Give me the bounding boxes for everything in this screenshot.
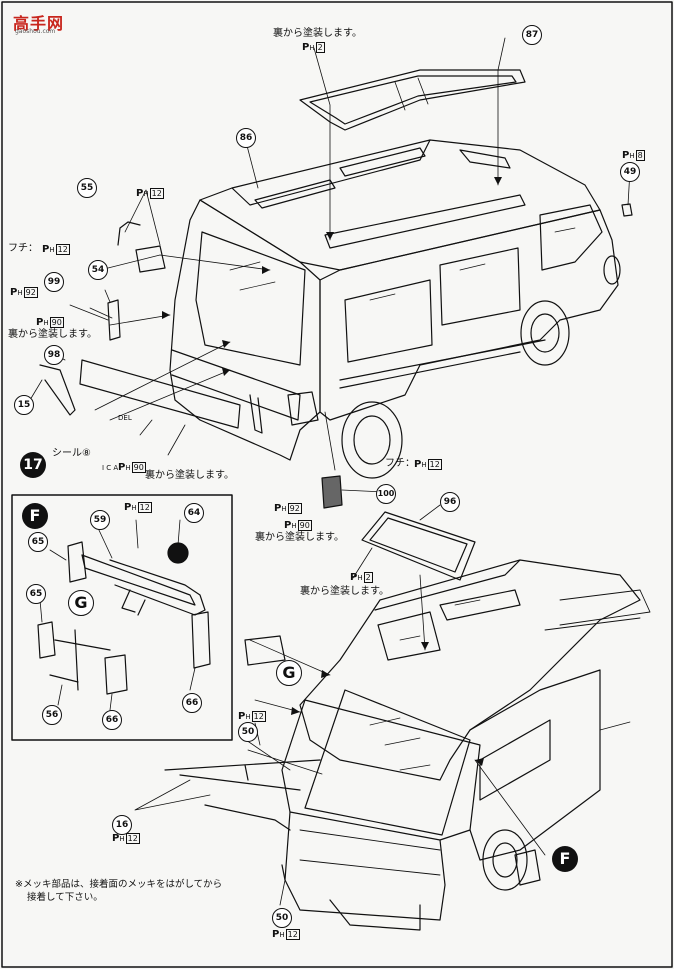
- paint-back-label-seal: 裏から塗装します。: [145, 470, 234, 481]
- part-16-wipers: [164, 759, 321, 791]
- plating-note: ※メッキ部品は、接着面のメッキをはがしてから 接着して下さい。: [15, 878, 222, 904]
- part-50-pins: [244, 764, 286, 881]
- part-number-55: 55: [77, 178, 97, 198]
- ica-text: I C A: [102, 464, 119, 472]
- seal-label: シール⑧: [52, 448, 91, 459]
- part-100-lamp: [321, 475, 343, 509]
- part-number-64: 64: [184, 503, 204, 523]
- detail-box-f: [11, 494, 233, 741]
- part-65-mirror-top: [67, 541, 206, 616]
- logo-text: 高手网: [13, 14, 65, 33]
- part-number-54: 54: [88, 260, 108, 280]
- part-15-handle: [39, 364, 76, 416]
- part-number-50-a: 50: [238, 722, 258, 742]
- step-marker: 17: [20, 452, 46, 478]
- part-55-mirror-stay: [117, 221, 141, 246]
- part-49-bolt: [621, 203, 633, 217]
- callout-f-van: F: [552, 846, 578, 872]
- part-99-lamp: [107, 299, 121, 341]
- part-number-49: 49: [620, 162, 640, 182]
- part-number-50-b: 50: [272, 908, 292, 928]
- fuchi-label-left: フチ：: [8, 243, 38, 254]
- part-number-65-b: 65: [26, 584, 46, 604]
- van-rear-illustration: [169, 139, 621, 479]
- plating-note-line-1: ※メッキ部品は、接着面のメッキをはがしてから: [15, 879, 223, 890]
- part-65-mirror-lower: [37, 621, 128, 695]
- paint-back-label-left: 裏から塗装します。: [8, 329, 97, 340]
- paint-back-label-center: 裏から塗装します。: [255, 532, 344, 543]
- part-number-86: 86: [236, 128, 256, 148]
- paint-back-label-top: 裏から塗装します。: [273, 28, 362, 39]
- callout-g-box: G: [68, 590, 94, 616]
- site-logo: 高手网 gaoshou.com: [3, 4, 67, 35]
- part-number-98: 98: [44, 345, 64, 365]
- part-number-100: 100: [376, 484, 396, 504]
- part-66-mirror-right: [191, 611, 211, 669]
- logo-subtext: gaoshou.com: [15, 28, 56, 35]
- part-87-roof-glass: [299, 69, 526, 131]
- mirror-front: [514, 849, 541, 886]
- part-number-66-b: 66: [102, 710, 122, 730]
- fuchi-label-center: フチ：: [385, 458, 415, 469]
- callout-f-box: F: [22, 503, 48, 529]
- part-96-roof-glass: [361, 511, 476, 581]
- part-number-59: 59: [90, 510, 110, 530]
- van-front-illustration: [281, 559, 651, 931]
- part-number-65-a: 65: [28, 532, 48, 552]
- part-number-87: 87: [522, 25, 542, 45]
- part-number-15: 15: [14, 395, 34, 415]
- part-number-66-a: 66: [182, 693, 202, 713]
- part-number-99: 99: [44, 272, 64, 292]
- paint-back-label-96: 裏から塗装します。: [300, 586, 389, 597]
- part-number-16: 16: [112, 815, 132, 835]
- plating-note-line-2: 接着して下さい。: [27, 892, 103, 903]
- callout-g-van: G: [276, 660, 302, 686]
- del-text: DEL: [118, 414, 132, 422]
- part-98-garnish: [79, 359, 241, 429]
- part-number-56: 56: [42, 705, 62, 725]
- part-54-mirror: [135, 245, 166, 273]
- part-number-96: 96: [440, 492, 460, 512]
